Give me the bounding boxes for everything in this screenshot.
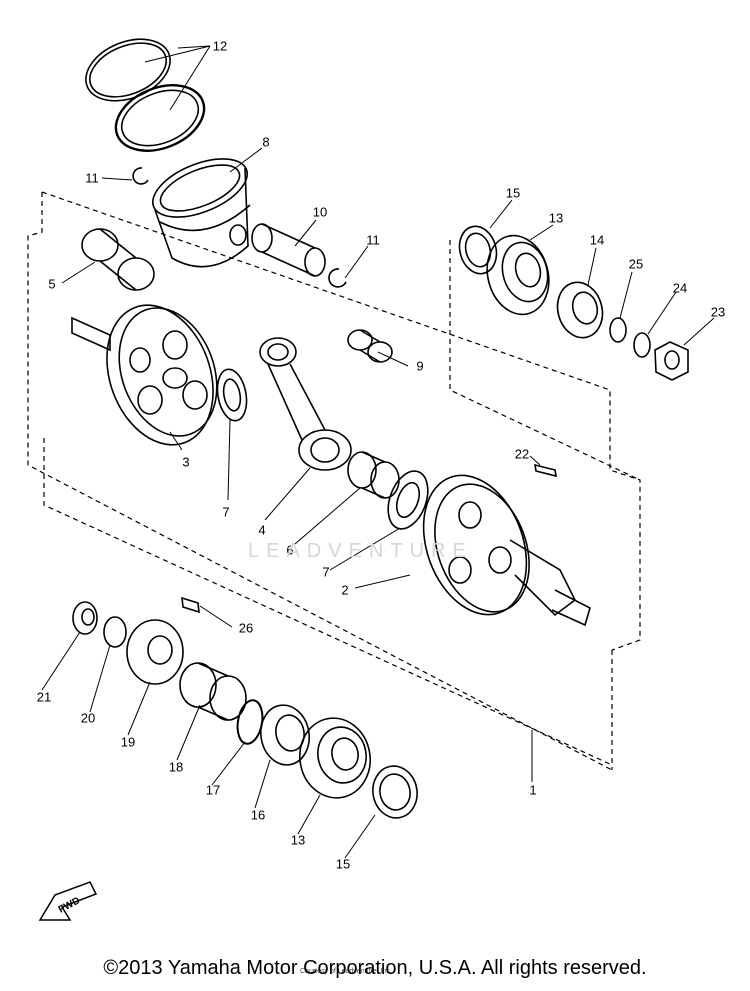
assembly-dashed-outline <box>27 191 641 771</box>
part-label-2: 2 <box>341 582 349 598</box>
oil-seal-14 <box>556 281 604 339</box>
part-label-21: 21 <box>36 689 52 705</box>
part-label-22: 22 <box>514 446 530 462</box>
thrust-washer-left-inner <box>222 378 242 412</box>
connecting-rod <box>259 337 352 471</box>
copyright-text: ©2013 Yamaha Motor Corporation, U.S.A. A… <box>103 957 647 979</box>
piston <box>151 158 251 268</box>
circlip-right <box>328 268 347 288</box>
part-label-15: 15 <box>335 856 351 872</box>
part-label-4: 4 <box>258 522 266 538</box>
crank-bushing <box>81 228 155 291</box>
part-label-23: 23 <box>710 304 726 320</box>
part-label-9: 9 <box>416 358 424 374</box>
part-label-8: 8 <box>262 134 270 150</box>
piston-rings <box>85 38 206 152</box>
oil-seal-15-top-inner <box>464 232 492 268</box>
main-bearing-top <box>486 234 550 316</box>
woodruff-key <box>534 463 557 478</box>
crank-wheel-right <box>422 474 591 627</box>
part-label-1: 1 <box>529 782 537 798</box>
part-label-7: 7 <box>322 564 330 580</box>
part-label-25: 25 <box>628 256 644 272</box>
nut-21 <box>72 601 98 635</box>
oil-seal-15-bottom-inner <box>379 773 411 811</box>
big-end-bearing <box>347 451 400 499</box>
primary-drive-gear-19 <box>126 619 184 685</box>
part-label-13: 13 <box>290 832 306 848</box>
part-label-7: 7 <box>222 504 230 520</box>
small-end-bearing <box>347 329 393 363</box>
part-label-14: 14 <box>589 232 605 248</box>
part-label-5: 5 <box>48 276 56 292</box>
part-label-18: 18 <box>168 759 184 775</box>
part-label-11: 11 <box>85 170 99 186</box>
spacer-18 <box>179 662 247 721</box>
part-label-6: 6 <box>286 542 294 558</box>
part-label-20: 20 <box>80 710 96 726</box>
oil-seal-15-top <box>458 225 498 275</box>
main-bearing-bottom <box>299 717 371 799</box>
washer-24 <box>633 332 651 358</box>
part-label-17: 17 <box>205 782 221 798</box>
part-label-16: 16 <box>250 807 266 823</box>
part-label-26: 26 <box>238 620 254 636</box>
piston-pin <box>251 223 326 277</box>
thrust-washer-left <box>216 368 248 422</box>
courtesy-text: Courtesy of Leadventure, Inc. <box>300 968 392 975</box>
washer-20 <box>103 616 127 648</box>
crank-wheel-left <box>71 304 218 446</box>
key-26 <box>181 596 200 614</box>
part-label-3: 3 <box>182 454 190 470</box>
part-label-19: 19 <box>120 734 136 750</box>
part-label-24: 24 <box>672 280 688 296</box>
nut-23 <box>654 341 689 381</box>
part-label-11: 11 <box>366 232 380 248</box>
part-label-15: 15 <box>505 185 521 201</box>
part-label-12: 12 <box>212 38 228 54</box>
collar-25 <box>609 317 627 343</box>
thrust-washer-right-inner <box>395 481 421 519</box>
fwd-arrow-icon <box>38 881 98 921</box>
part-label-13: 13 <box>548 210 564 226</box>
leader-lines <box>41 45 715 859</box>
oil-seal-15-bottom <box>372 765 418 819</box>
circlip-left <box>132 167 149 185</box>
part-label-10: 10 <box>312 204 328 220</box>
thrust-washer-right <box>387 470 429 530</box>
watermark: LEADVENTURE <box>248 540 473 562</box>
